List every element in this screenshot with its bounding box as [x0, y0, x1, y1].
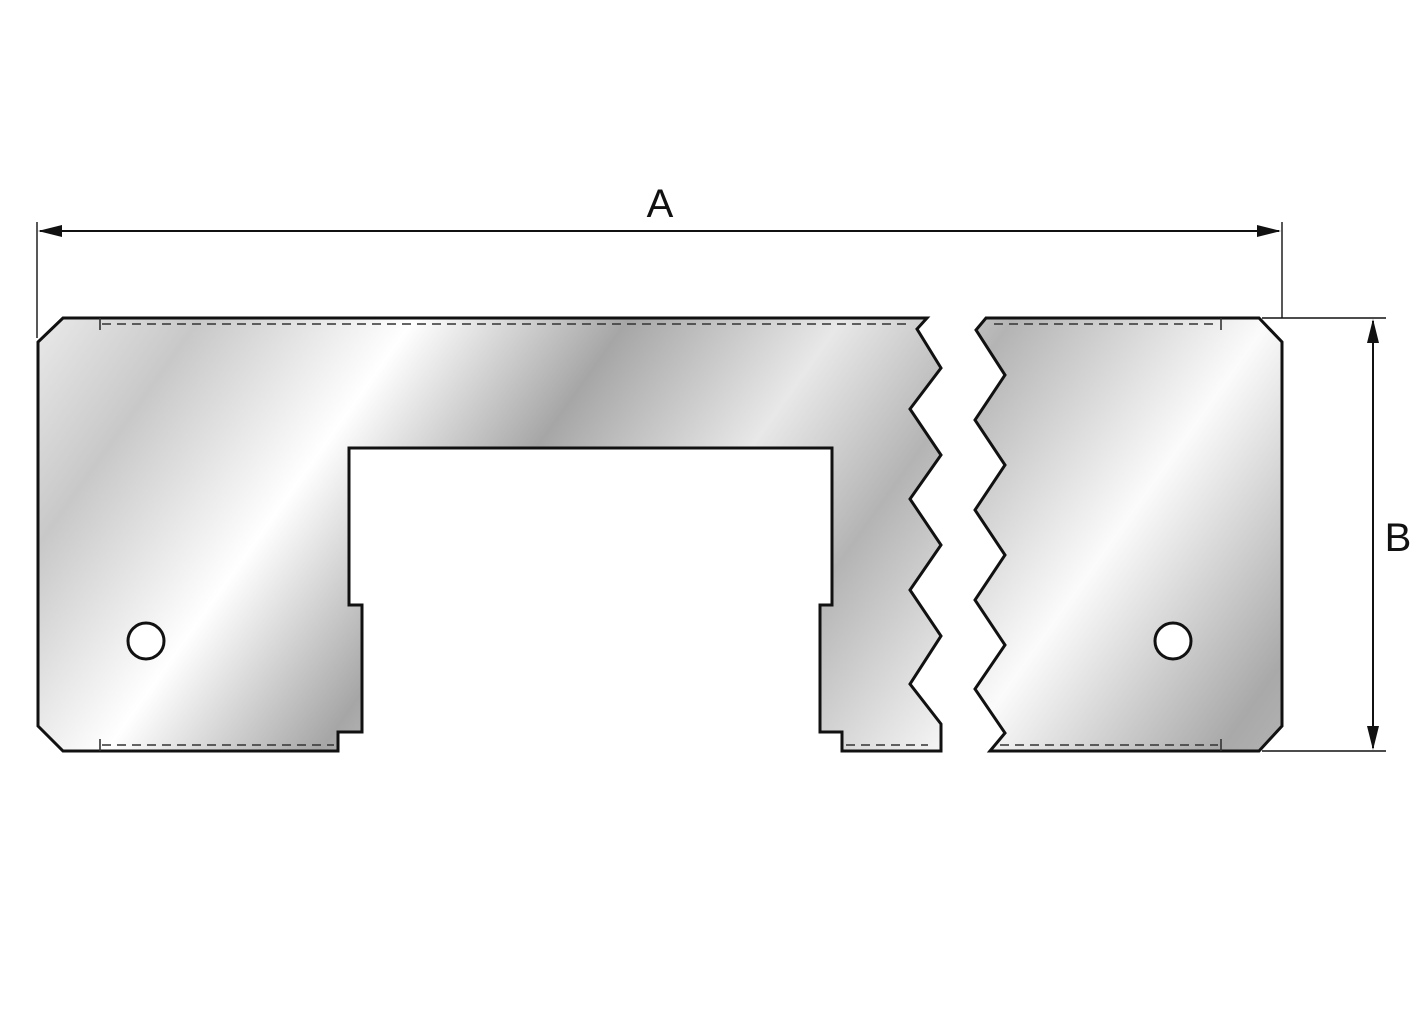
dimension-a: A	[36, 182, 1283, 338]
plate-left-outline	[36, 316, 943, 753]
mounting-hole-left	[126, 621, 166, 661]
arrowhead-b-bottom	[1367, 726, 1379, 750]
arrowhead-a-right	[1257, 225, 1281, 237]
dimension-label-a: A	[647, 182, 674, 226]
plate-right-section	[973, 316, 1284, 753]
plate-right-outline	[973, 316, 1284, 753]
mounting-hole-right	[1153, 621, 1193, 661]
dimension-label-b: B	[1385, 516, 1412, 560]
arrowhead-a-left	[38, 225, 62, 237]
plate-left-section	[36, 316, 943, 753]
arrowhead-b-top	[1367, 319, 1379, 343]
dimension-b: B	[1262, 317, 1412, 752]
